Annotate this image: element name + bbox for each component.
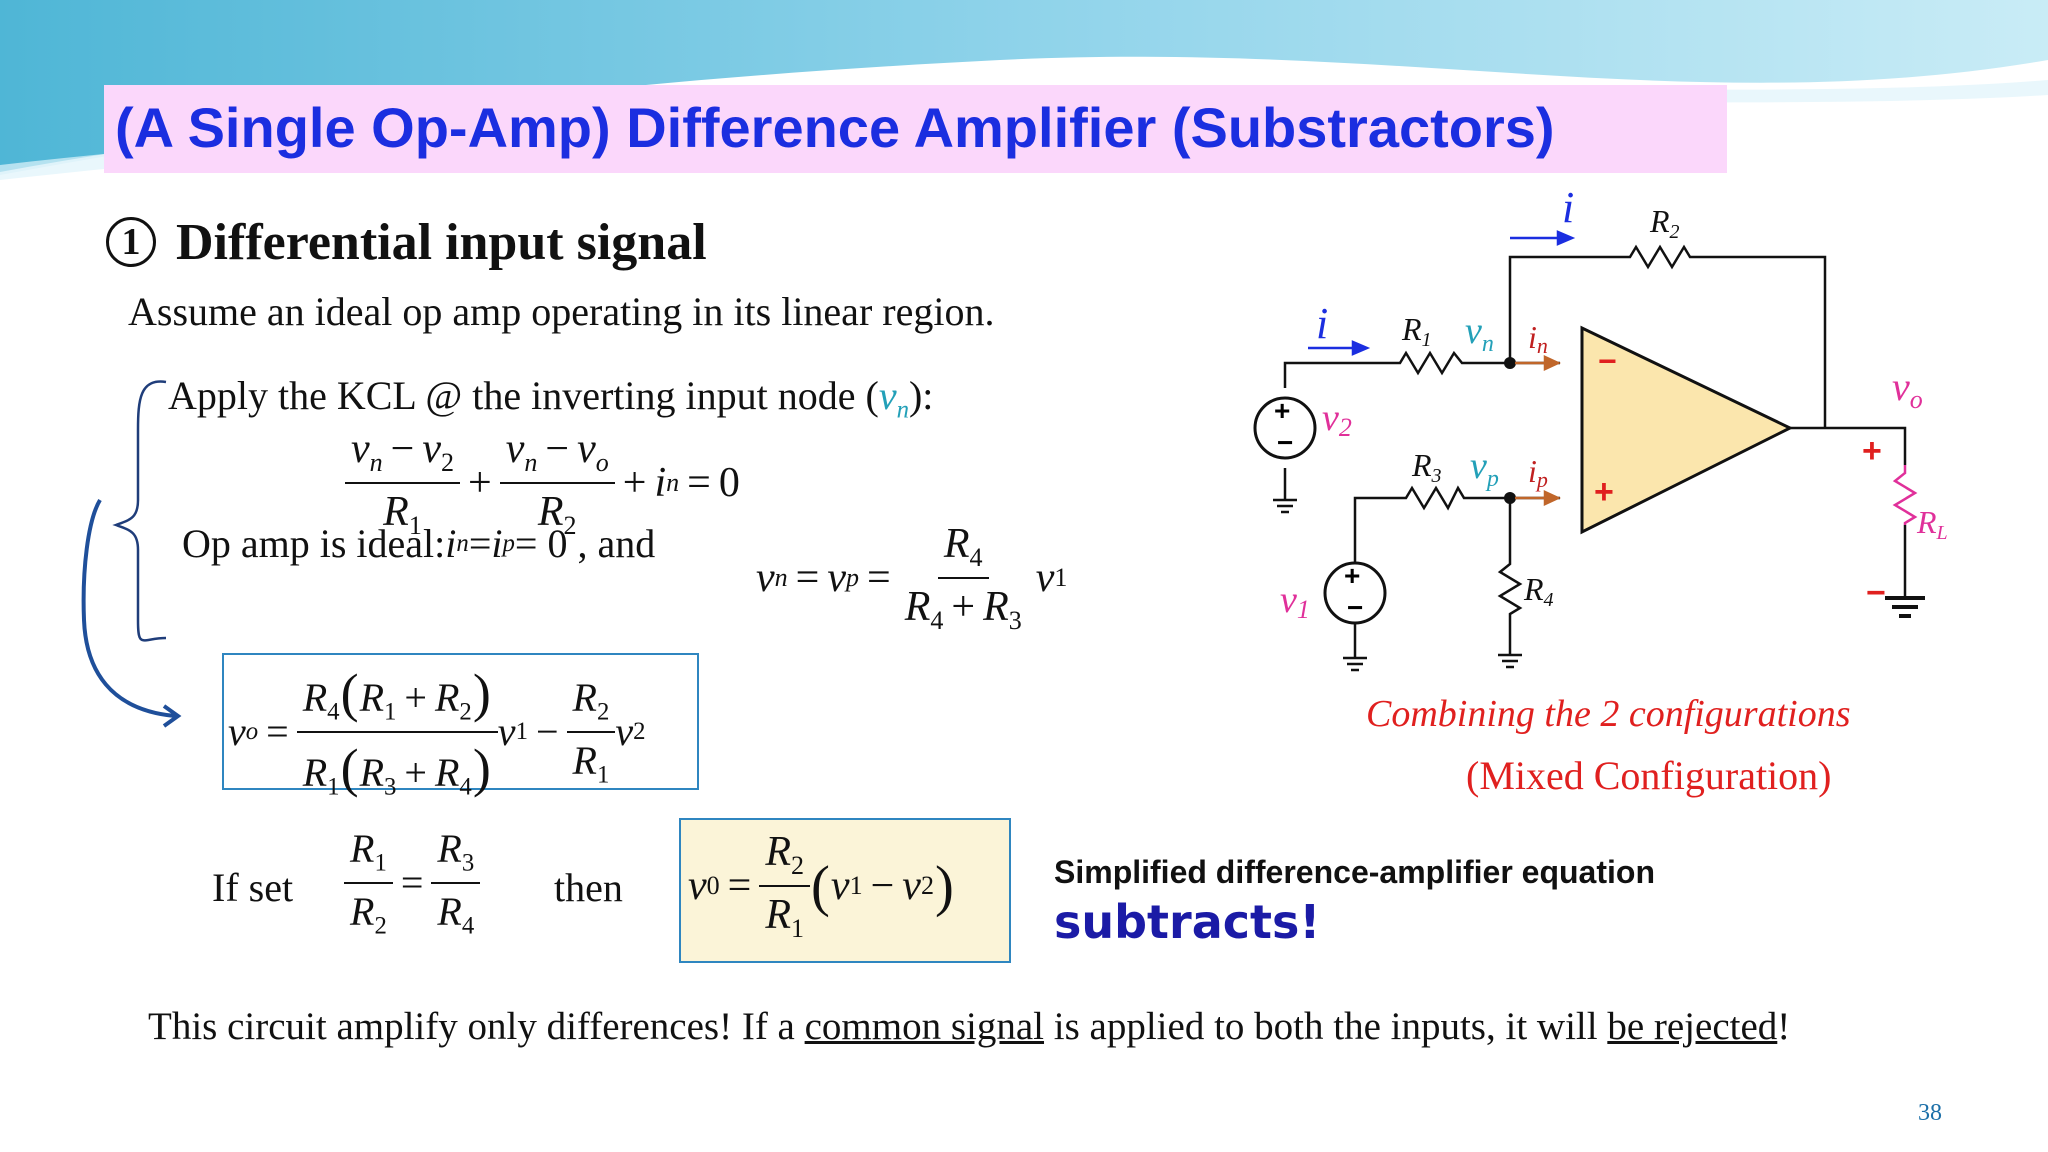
label-in: in	[1528, 319, 1548, 358]
rl-minus-sign: −	[1866, 574, 1886, 612]
then-label: then	[554, 865, 623, 910]
svg-text:+: +	[1344, 560, 1360, 591]
label-vn: vn	[1465, 310, 1494, 357]
svg-text:−: −	[1277, 427, 1293, 458]
resistor-r1	[1390, 350, 1468, 376]
assumption-text: Assume an ideal op amp operating in its …	[128, 289, 995, 334]
section-number-badge: 1	[106, 217, 156, 267]
rl-plus-sign: +	[1862, 432, 1882, 470]
label-ip: ip	[1528, 453, 1548, 492]
brace-and-arrow	[81, 380, 182, 728]
label-v2: v2	[1322, 397, 1352, 442]
page-number: 38	[1918, 1100, 1942, 1126]
label-vo: vo	[1892, 364, 1923, 414]
resistor-r2	[1620, 244, 1695, 270]
label-v1: v1	[1280, 579, 1310, 624]
label-r1: R1	[1401, 311, 1432, 351]
simplified-result-box	[679, 818, 1011, 963]
node-vn	[1504, 357, 1516, 369]
label-rl: RL	[1916, 504, 1948, 544]
if-set-label: If set	[212, 865, 294, 910]
svg-text:−: −	[1347, 592, 1363, 623]
resistor-r4	[1497, 558, 1523, 618]
opamp-plus-sign: +	[1594, 473, 1614, 511]
general-result-box	[222, 653, 699, 790]
ground-rl	[1885, 596, 1925, 618]
page-title: (A Single Op-Amp) Difference Amplifier (…	[115, 96, 1555, 159]
source-v1	[1323, 561, 1387, 625]
wire-v1	[1353, 496, 1398, 563]
label-r4: R4	[1523, 571, 1554, 611]
resistor-r3	[1398, 485, 1468, 511]
simplified-equation-label: Simplified difference-amplifier equation	[1054, 854, 1655, 890]
mixed-configuration-note: (Mixed Configuration)	[1466, 753, 1832, 798]
node-vp	[1504, 492, 1516, 504]
wire-feedback	[1508, 255, 1620, 363]
rejection-statement: This circuit amplify only differences! I…	[148, 1005, 1791, 1048]
ground-v1	[1343, 656, 1367, 672]
ground-r4	[1498, 653, 1522, 669]
source-v2	[1253, 396, 1317, 460]
subtracts-label: subtracts!	[1054, 895, 1321, 949]
section-heading: Differential input signal	[176, 214, 707, 271]
difference-amplifier-circuit: − + + − + − i R2 i R1 vn in R3 vp ip R4 …	[1253, 183, 1948, 672]
label-i-top: i	[1562, 183, 1574, 232]
section-number: 1	[121, 221, 141, 263]
resistor-rl	[1892, 465, 1918, 525]
opamp-minus-sign: −	[1598, 343, 1617, 379]
label-vp: vp	[1470, 445, 1499, 492]
label-r2: R2	[1649, 203, 1680, 243]
ground-v2	[1273, 498, 1297, 514]
wire-v2	[1283, 361, 1390, 388]
kcl-text: Apply the KCL @ the inverting input node…	[168, 373, 934, 424]
wire-output	[1790, 426, 1907, 465]
op-amp	[1580, 325, 1794, 535]
combining-note: Combining the 2 configurations	[1366, 693, 1851, 735]
title-banner	[104, 85, 1727, 173]
ratio-condition: R1 R2 = R3 R4	[344, 825, 481, 940]
svg-text:+: +	[1274, 395, 1290, 426]
label-r3: R3	[1411, 447, 1442, 487]
label-i-left: i	[1316, 299, 1328, 348]
